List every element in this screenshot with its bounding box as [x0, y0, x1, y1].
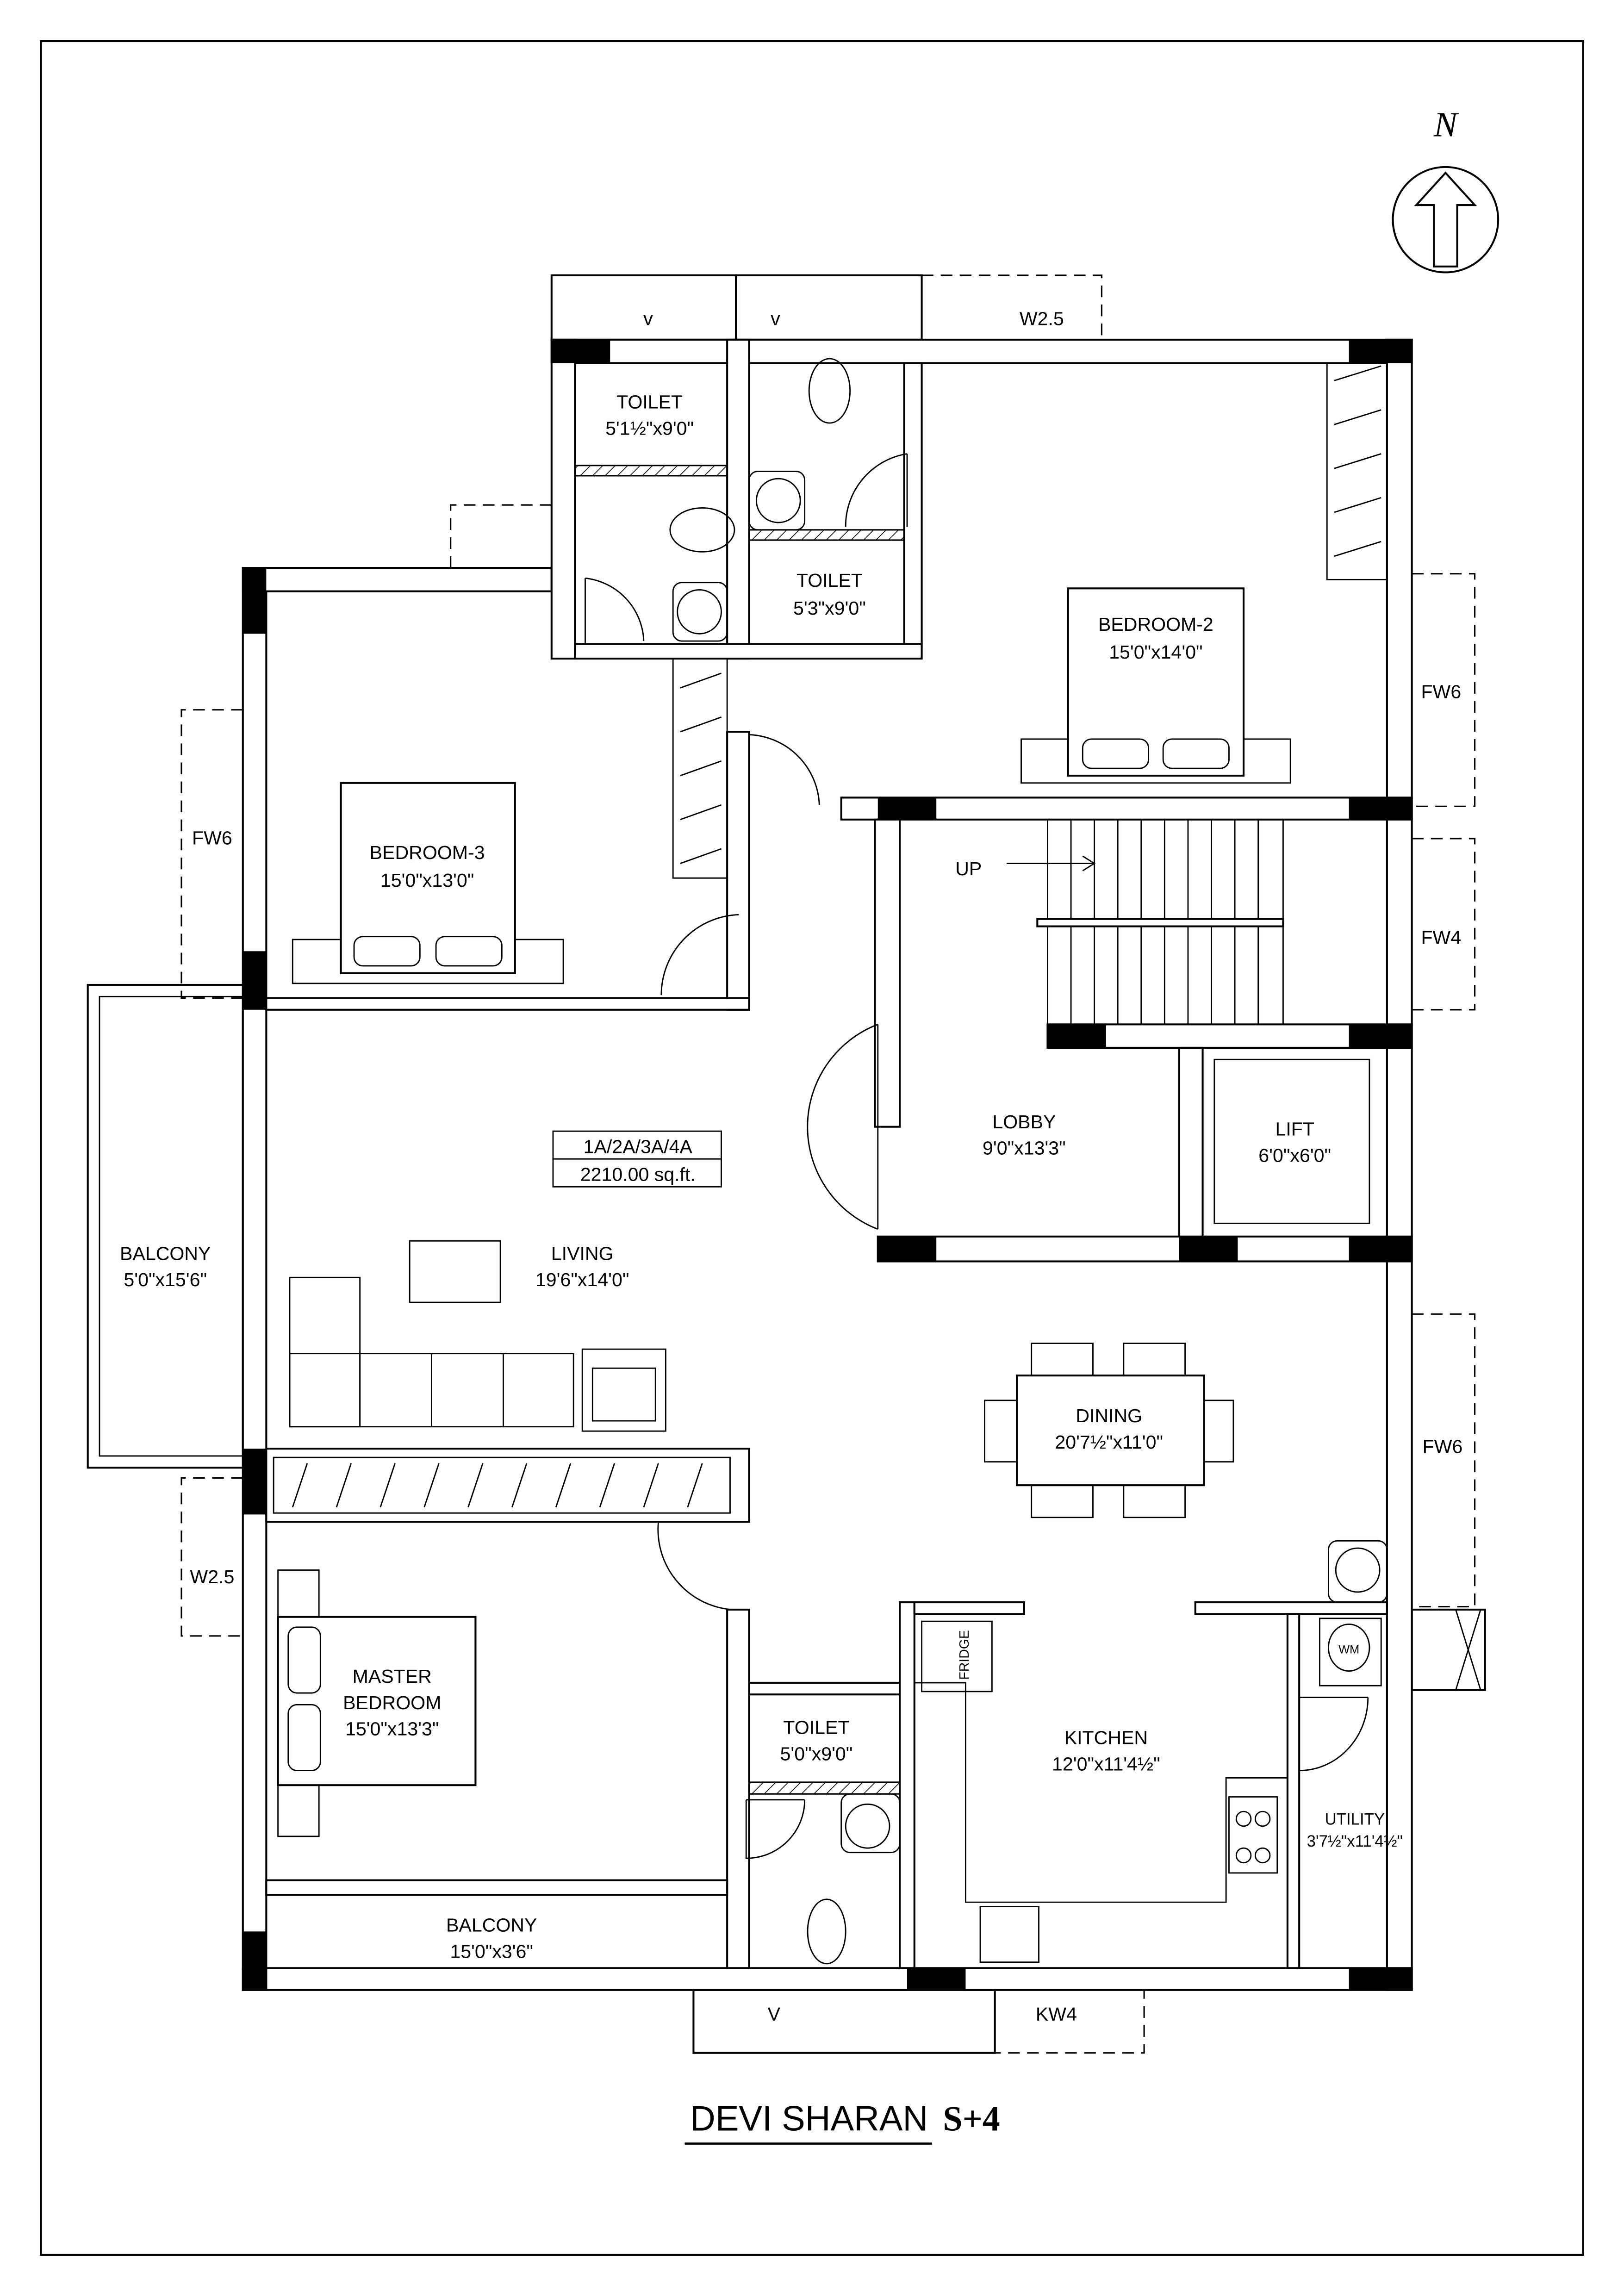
toilet-partition: [574, 465, 728, 477]
room-lift: LIFT 6'0"x6'0": [1258, 1119, 1331, 1166]
room-kitchen: KITCHEN 12'0"x11'4½": [1052, 1727, 1160, 1775]
room-name: MASTER: [353, 1666, 432, 1687]
sheet-border: [40, 40, 1584, 2256]
unit-area-box: 1A/2A/3A/4A 2210.00 sq.ft.: [552, 1130, 722, 1188]
bed-master: [277, 1569, 477, 1837]
window-label: v: [771, 308, 780, 329]
north-arrow-icon: N: [1392, 105, 1500, 274]
room-balcony-left: BALCONY 5'0"x15'6": [120, 1243, 211, 1290]
walls: [242, 338, 1413, 1991]
toilet-partition: [748, 1781, 901, 1795]
up-arrow-icon: [1006, 855, 1096, 871]
window-label: W2.5: [1020, 308, 1064, 329]
room-toilet-2: TOILET 5'3"x9'0": [793, 570, 866, 619]
fridge-label: FRIDGE: [957, 1630, 972, 1680]
stove-icon: [1228, 1796, 1278, 1874]
sofa-set: [289, 1240, 666, 1432]
room-size: 5'0"x15'6": [124, 1269, 207, 1290]
room-lobby: LOBBY 9'0"x13'3": [983, 1111, 1066, 1159]
window-label: V: [768, 2004, 781, 2025]
unit-numbers: 1A/2A/3A/4A: [584, 1136, 693, 1157]
room-name: TOILET: [796, 570, 863, 591]
room-toilet-1: TOILET 5'1½"x9'0": [605, 391, 694, 439]
room-bedroom-3: BEDROOM-3 15'0"x13'0": [370, 842, 485, 891]
room-name: LOBBY: [992, 1111, 1056, 1132]
title-suffix: S+4: [943, 2099, 1000, 2138]
room-size: 5'0"x9'0": [780, 1743, 853, 1764]
window-label: FW6: [192, 828, 232, 849]
room-size: 5'1½"x9'0": [605, 417, 694, 439]
room-balcony-bottom: BALCONY 15'0"x3'6": [446, 1914, 537, 1962]
room-name: BALCONY: [446, 1914, 537, 1935]
drawing-title: DEVI SHARAN S+4: [684, 2099, 1000, 2145]
room-name: LIFT: [1275, 1119, 1314, 1140]
room-master-bedroom: MASTER BEDROOM 15'0"x13'3": [343, 1666, 441, 1740]
door-swings: [585, 453, 1369, 1859]
room-name: DINING: [1076, 1405, 1142, 1426]
room-name: UTILITY: [1325, 1811, 1385, 1829]
room-name: TOILET: [616, 391, 683, 412]
window-label: FW6: [1421, 681, 1461, 702]
window-label: FW4: [1421, 927, 1461, 948]
room-size: 15'0"x14'0": [1109, 641, 1202, 663]
room-living: LIVING 19'6"x14'0": [535, 1243, 629, 1290]
room-size: 15'0"x13'0": [380, 870, 474, 891]
toilet-partition: [748, 529, 905, 541]
room-size: 15'0"x3'6": [450, 1941, 533, 1962]
toilet-fixtures: [669, 358, 1388, 1965]
room-name: KITCHEN: [1064, 1727, 1148, 1748]
window-label: v: [643, 308, 653, 329]
room-name: BEDROOM-3: [370, 842, 485, 863]
kitchen-counter: [914, 1618, 1382, 1963]
room-size: 20'7½"x11'0": [1055, 1431, 1163, 1453]
room-bedroom-2: BEDROOM-2 15'0"x14'0": [1098, 614, 1213, 663]
bed-bedroom-2: [1020, 587, 1291, 784]
structural-columns: [243, 339, 1412, 1990]
room-size: 12'0"x11'4½": [1052, 1754, 1160, 1775]
room-name: BEDROOM-2: [1098, 614, 1213, 635]
room-dining: DINING 20'7½"x11'0": [1055, 1405, 1163, 1453]
window-label: FW6: [1423, 1436, 1463, 1457]
room-name: LIVING: [551, 1243, 614, 1264]
title-main: DEVI SHARAN: [690, 2099, 928, 2138]
north-label: N: [1433, 105, 1459, 144]
room-size: 3'7½"x11'4½": [1307, 1833, 1403, 1850]
staircase: [1006, 819, 1284, 1025]
room-size: 19'6"x14'0": [535, 1269, 629, 1290]
room-utility: UTILITY 3'7½"x11'4½": [1307, 1811, 1403, 1850]
washing-machine-label: WM: [1338, 1643, 1359, 1656]
stairs-up-label: UP: [955, 858, 982, 879]
unit-area: 2210.00 sq.ft.: [580, 1164, 696, 1185]
bed-bedroom-3: [292, 782, 564, 984]
room-name: BEDROOM: [343, 1692, 441, 1713]
room-size: 6'0"x6'0": [1258, 1145, 1331, 1166]
room-name: TOILET: [783, 1717, 849, 1738]
room-size: 9'0"x13'3": [983, 1138, 1066, 1159]
lift-car: [1213, 1058, 1370, 1224]
room-toilet-3: TOILET 5'0"x9'0": [780, 1717, 853, 1765]
window-label: KW4: [1036, 2004, 1077, 2025]
washing-machine-icon: [1319, 1618, 1382, 1686]
window-label: W2.5: [190, 1566, 234, 1587]
dining-table: [984, 1343, 1234, 1518]
room-size: 5'3"x9'0": [793, 597, 866, 619]
wardrobes: [273, 362, 1388, 1514]
room-name: BALCONY: [120, 1243, 211, 1264]
room-size: 15'0"x13'3": [345, 1718, 439, 1740]
